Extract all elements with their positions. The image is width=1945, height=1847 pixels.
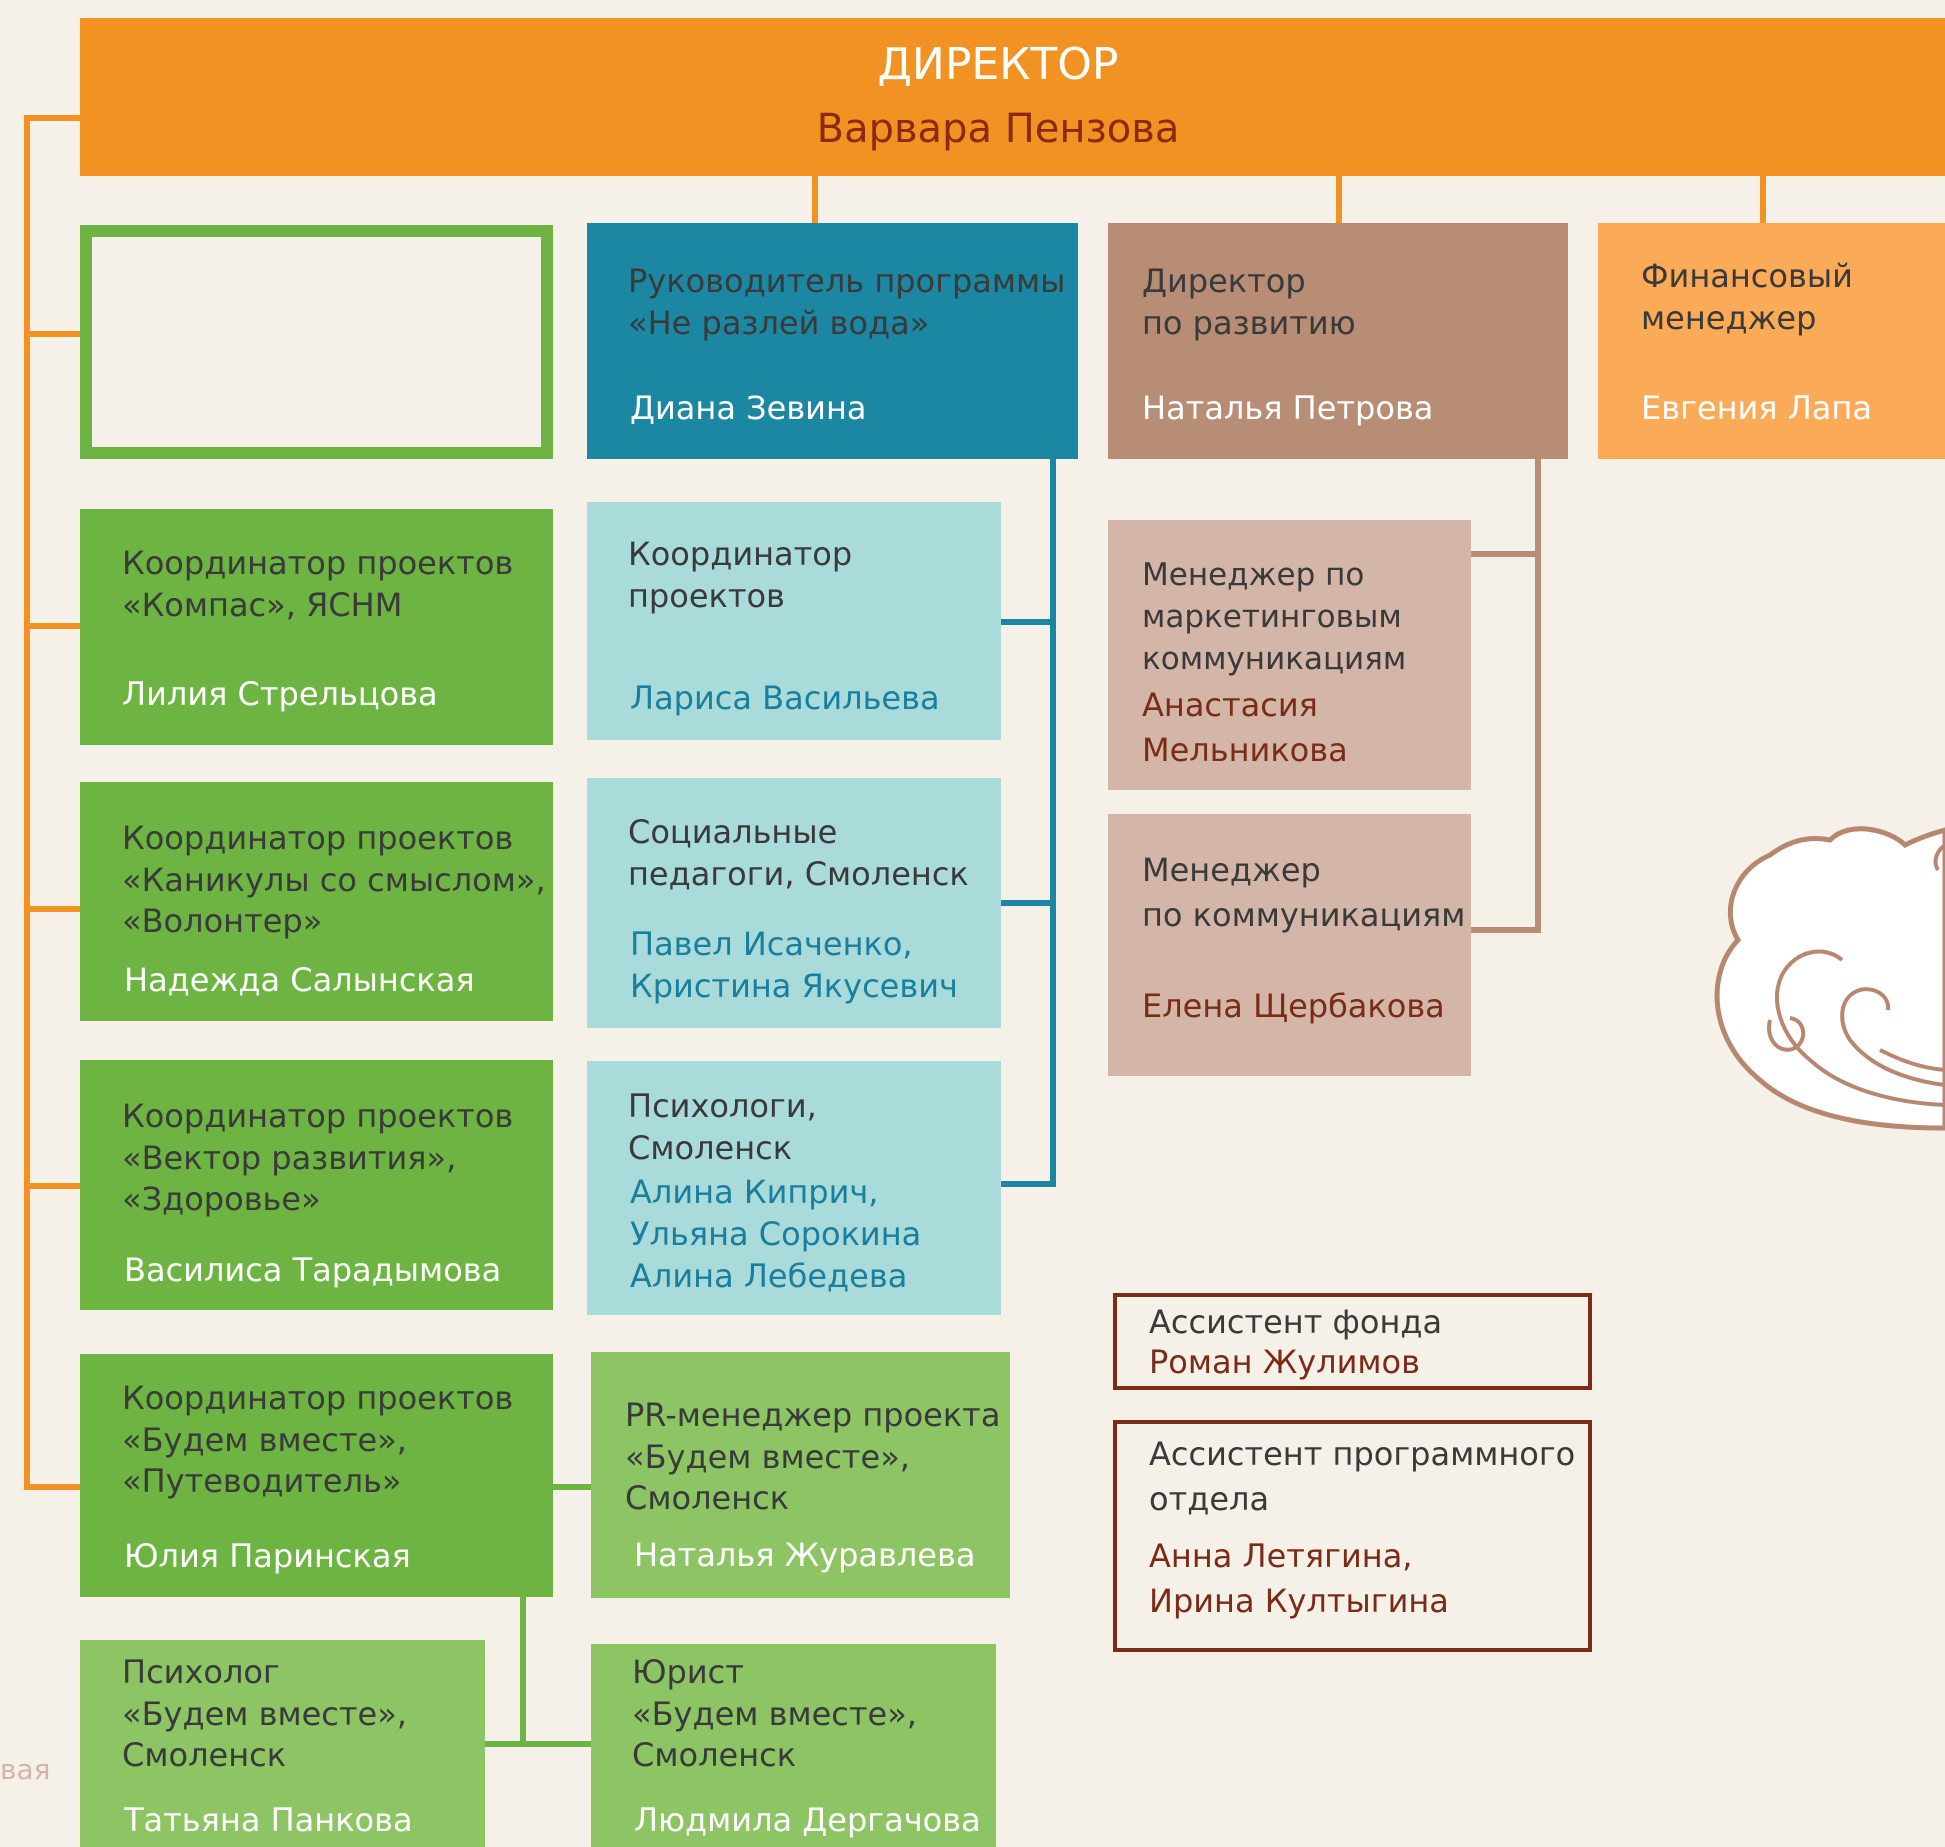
coordinator-name-3: Василиса Тарадымова — [124, 1251, 502, 1289]
lawyer-name: Людмила Дергачова — [634, 1801, 981, 1839]
psychologist-box: Психолог «Будем вместе», Смоленск Татьян… — [80, 1640, 485, 1847]
development-director-role: Директор по развитию — [1142, 262, 1356, 342]
psychologist-name: Татьяна Панкова — [124, 1801, 413, 1839]
program-assistant-box: Ассистент программного отдела Анна Летяг… — [1113, 1420, 1592, 1652]
director-box: ДИРЕКТОР Варвара Пензова — [80, 18, 1945, 176]
coordinator-box-4: Координатор проектов «Будем вместе», «Пу… — [80, 1354, 553, 1597]
program-head-role: Руководитель программы «Не разлей вода» — [628, 262, 1066, 342]
communications-manager-box: Менеджер по коммуникациям Елена Щербаков… — [1108, 814, 1471, 1076]
program-assistant-names: Анна Летягина, Ирина Култыгина — [1149, 1537, 1449, 1621]
foundation-assistant-name: Роман Жулимов — [1149, 1343, 1420, 1381]
director-title: ДИРЕКТОР — [877, 39, 1119, 90]
psychologists-box: Психологи, Смоленск Алина Киприч, Ульяна… — [587, 1061, 1001, 1315]
marketing-manager-name: Анастасия Мельникова — [1142, 686, 1348, 770]
finance-manager-role: Финансовый менеджер — [1641, 257, 1853, 337]
coordinator-box-2: Координатор проектов «Каникулы со смысло… — [80, 782, 553, 1021]
vacant-position-box — [80, 225, 553, 459]
program-head-name: Диана Зевина — [630, 389, 867, 427]
marketing-manager-role: Менеджер по маркетинговым коммуникациям — [1142, 557, 1407, 677]
foundation-assistant-role: Ассистент фонда — [1149, 1303, 1443, 1341]
program-coordinator-name: Лариса Васильева — [630, 679, 940, 717]
communications-manager-role: Менеджер по коммуникациям — [1142, 851, 1466, 935]
lawyer-role: Юрист «Будем вместе», Смоленск — [632, 1653, 917, 1775]
director-name: Варвара Пензова — [816, 106, 1180, 152]
coordinator-box-1: Координатор проектов «Компас», ЯСНМ Лили… — [80, 509, 553, 745]
coordinator-role-4: Координатор проектов «Будем вместе», «Пу… — [122, 1379, 514, 1501]
coordinator-name-4: Юлия Паринская — [124, 1537, 411, 1575]
social-teachers-role: Социальные педагоги, Смоленск — [628, 813, 969, 893]
program-assistant-role: Ассистент программного отдела — [1149, 1435, 1576, 1519]
foundation-assistant-box: Ассистент фонда Роман Жулимов — [1113, 1293, 1592, 1390]
coordinator-box-3: Координатор проектов «Вектор развития», … — [80, 1060, 553, 1310]
finance-manager-name: Евгения Лапа — [1641, 389, 1872, 427]
psychologist-role: Психолог «Будем вместе», Смоленск — [122, 1653, 407, 1775]
program-coordinator-box: Координатор проектов Лариса Васильева — [587, 502, 1001, 740]
social-teachers-box: Социальные педагоги, Смоленск Павел Исач… — [587, 778, 1001, 1028]
program-head-box: Руководитель программы «Не разлей вода» … — [587, 223, 1078, 459]
edge-text-fragment: вая — [0, 1753, 51, 1786]
pr-manager-name: Наталья Журавлева — [634, 1536, 976, 1574]
coordinator-role-3: Координатор проектов «Вектор развития», … — [122, 1097, 514, 1219]
development-director-name: Наталья Петрова — [1142, 389, 1434, 427]
psychologists-role: Психологи, Смоленск — [628, 1087, 817, 1167]
finance-manager-box: Финансовый менеджер Евгения Лапа — [1598, 223, 1945, 459]
marketing-manager-box: Менеджер по маркетинговым коммуникациям … — [1108, 520, 1471, 790]
lawyer-box: Юрист «Будем вместе», Смоленск Людмила Д… — [591, 1644, 996, 1847]
pr-manager-role: PR-менеджер проекта «Будем вместе», Смол… — [625, 1396, 1001, 1518]
communications-manager-name: Елена Щербакова — [1142, 987, 1445, 1025]
social-teachers-names: Павел Исаченко, Кристина Якусевич — [630, 925, 958, 1005]
coordinator-role-1: Координатор проектов «Компас», ЯСНМ — [122, 544, 514, 624]
coordinator-name-1: Лилия Стрельцова — [122, 675, 438, 713]
pr-manager-box: PR-менеджер проекта «Будем вместе», Смол… — [591, 1352, 1010, 1598]
psychologists-names: Алина Киприч, Ульяна Сорокина Алина Лебе… — [630, 1173, 922, 1296]
development-director-box: Директор по развитию Наталья Петрова — [1108, 223, 1568, 459]
program-coordinator-role: Координатор проектов — [628, 535, 853, 615]
coordinator-role-2: Координатор проектов «Каникулы со смысло… — [122, 819, 546, 941]
coordinator-name-2: Надежда Салынская — [124, 961, 475, 999]
